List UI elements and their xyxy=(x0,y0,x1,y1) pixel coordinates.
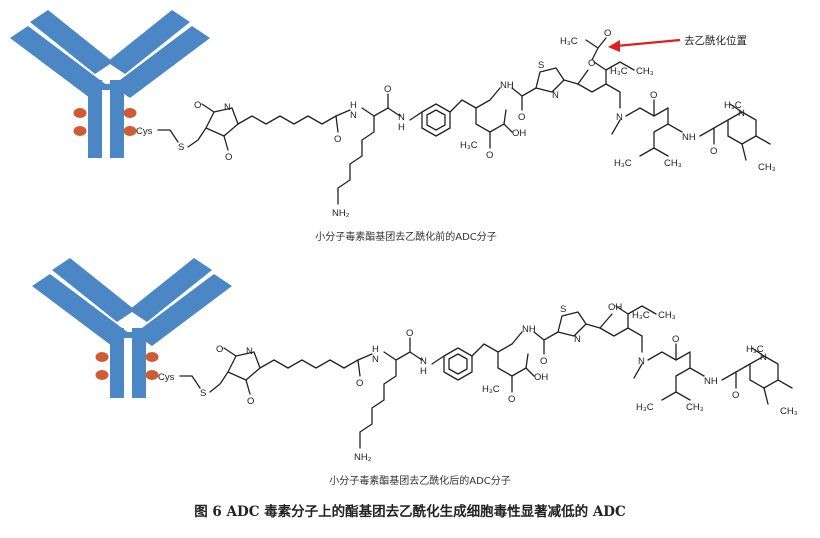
label-h3c: H₃C xyxy=(460,140,478,151)
label-n: N xyxy=(574,334,581,345)
label-h: H xyxy=(420,366,427,377)
label-oh-free: OH xyxy=(608,302,622,313)
label-o: O xyxy=(247,396,254,407)
label-o: O xyxy=(650,90,657,101)
label-n: N xyxy=(638,356,645,367)
label-n: N xyxy=(616,112,623,123)
label-h: H xyxy=(350,100,357,111)
label-ch3: CH₃ xyxy=(636,66,654,77)
label-o: O xyxy=(356,378,363,389)
label-h3c: H₃C xyxy=(636,402,654,413)
label-o: O xyxy=(486,150,493,161)
label-nh2: NH₂ xyxy=(332,208,350,219)
label-oh: OH xyxy=(512,128,526,139)
label-ch3: CH₃ xyxy=(780,406,798,417)
label-nh: NH xyxy=(682,132,696,143)
label-nh: NH xyxy=(522,324,536,335)
label-n: N xyxy=(398,112,405,123)
label-s: S xyxy=(178,142,184,153)
label-h3c-acetyl: H₃C xyxy=(560,36,578,47)
antibody-icon-bottom xyxy=(32,258,232,398)
caption-bottom: 小分子毒素酯基团去乙酰化后的ADC分子 xyxy=(329,474,511,487)
label-n: N xyxy=(350,110,357,121)
label-h3c: H₃C xyxy=(724,100,742,111)
label-o: O xyxy=(225,152,232,163)
label-h3c: H₃C xyxy=(610,66,628,77)
label-n: N xyxy=(246,346,253,357)
label-cys: Cys xyxy=(136,126,153,137)
label-o: O xyxy=(406,328,413,339)
label-nh: NH xyxy=(500,80,514,91)
label-o: O xyxy=(710,146,717,157)
annotation-deacetylation-site: 去乙酰化位置 xyxy=(684,34,747,47)
label-nh2: NH₂ xyxy=(354,452,372,463)
atom-labels-bottom: Cys S N O O O H N O N H NH₂ NH O O OH H₃… xyxy=(158,302,798,463)
label-n: N xyxy=(420,356,427,367)
atom-labels-top: Cys S N O O O H N O N H NH₂ NH O O OH H₃… xyxy=(136,28,776,219)
label-n: N xyxy=(224,102,231,113)
label-o: O xyxy=(334,134,341,145)
label-s: S xyxy=(560,304,566,315)
label-nh: NH xyxy=(704,376,718,387)
label-o: O xyxy=(732,390,739,401)
molecule-bonds-top xyxy=(157,37,771,205)
bottom-panel: Cys S N O O O H N O N H NH₂ NH O O OH H₃… xyxy=(32,258,798,487)
annotation-arrow xyxy=(608,38,681,52)
label-s: S xyxy=(200,388,206,399)
label-o: O xyxy=(216,344,223,355)
label-h3c: H₃C xyxy=(482,384,500,395)
label-cys: Cys xyxy=(158,372,175,383)
label-oh: OH xyxy=(534,372,548,383)
label-ch3: CH₃ xyxy=(758,162,776,173)
label-h3c: H₃C xyxy=(746,344,764,355)
label-h: H xyxy=(398,122,405,133)
label-o: O xyxy=(672,334,679,345)
caption-top: 小分子毒素酯基团去乙酰化前的ADC分子 xyxy=(315,230,497,243)
label-h3c: H₃C xyxy=(614,158,632,169)
label-o: O xyxy=(508,394,515,405)
label-n: N xyxy=(372,354,379,365)
label-ch3: CH₃ xyxy=(686,402,704,413)
label-ch3: CH₃ xyxy=(658,310,676,321)
label-n: N xyxy=(760,352,767,363)
label-o: O xyxy=(540,356,547,367)
figure-caption: 图 6 ADC 毒素分子上的酯基团去乙酰化生成细胞毒性显著减低的 ADC xyxy=(194,503,626,520)
label-s: S xyxy=(538,60,544,71)
label-n: N xyxy=(738,108,745,119)
label-h: H xyxy=(372,344,379,355)
top-panel: Cys S N O O O H N O N H NH₂ NH O O OH H₃… xyxy=(10,10,776,243)
label-o-ester: O xyxy=(588,58,595,69)
antibody-icon-top xyxy=(10,10,210,158)
label-h3c: H₃C xyxy=(632,310,650,321)
label-o: O xyxy=(518,112,525,123)
label-n: N xyxy=(552,90,559,101)
label-o: O xyxy=(194,100,201,111)
label-o-acetyl: O xyxy=(604,28,611,39)
molecule-bonds-bottom xyxy=(179,305,793,449)
label-ch3: CH₃ xyxy=(664,158,682,169)
label-o: O xyxy=(384,84,391,95)
